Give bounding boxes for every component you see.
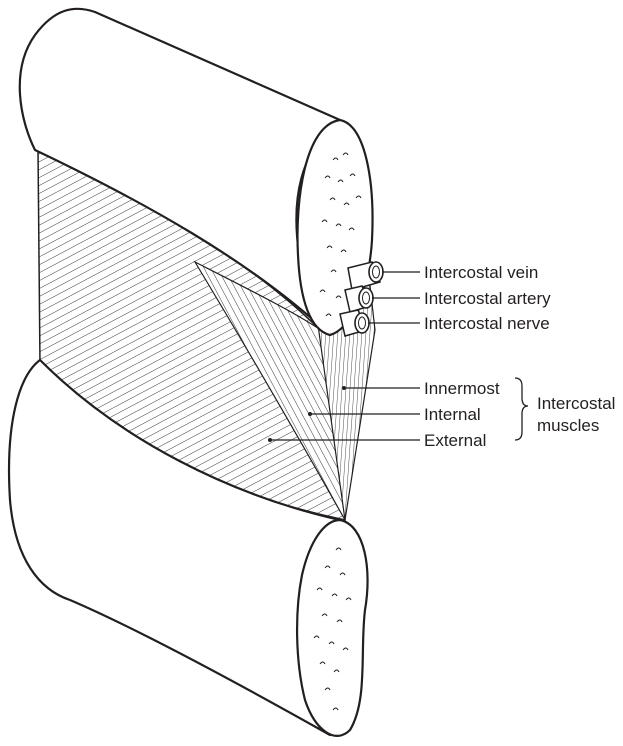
- intercostal-muscles-label-line2: muscles: [537, 416, 599, 435]
- innermost-label: Innermost: [424, 379, 500, 398]
- intercostal-artery-tube: [345, 286, 373, 312]
- intercostal-vein-tube: [348, 262, 383, 290]
- intercostal-muscles-label-line1: Intercostal: [537, 394, 615, 413]
- intercostal-nerve-tube: [340, 310, 369, 336]
- external-label: External: [424, 431, 486, 450]
- muscle-group-brace: [515, 378, 528, 440]
- internal-label: Internal: [424, 405, 481, 424]
- external-dot: [268, 438, 272, 442]
- intercostal-artery-label: Intercostal artery: [424, 289, 551, 308]
- labels: Intercostal vein Intercostal artery Inte…: [424, 263, 615, 450]
- internal-dot: [308, 412, 312, 416]
- intercostal-nerve-label: Intercostal nerve: [424, 314, 550, 333]
- intercostal-vein-label: Intercostal vein: [424, 263, 538, 282]
- innermost-dot: [342, 386, 346, 390]
